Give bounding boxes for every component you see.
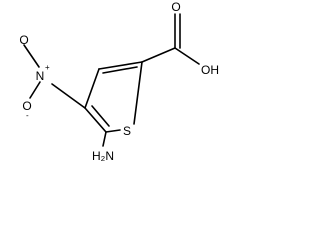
bond-c-oh <box>174 47 200 65</box>
bond-s-c2 <box>133 61 143 125</box>
nitro-plus-charge: + <box>45 63 50 72</box>
bond-c2-c3-inner <box>102 66 138 74</box>
nitro-minus-charge: - <box>26 111 29 120</box>
nitro-oxygen-bottom-label: O <box>22 99 31 113</box>
nitro-oxygen-label: O <box>19 33 28 47</box>
bond-c2-c3 <box>98 61 143 70</box>
bond-c4-c5 <box>84 107 107 133</box>
bond-c3-c4 <box>84 68 100 109</box>
bond-c4-c5-inner <box>91 105 110 127</box>
bond-c5-s <box>105 129 121 133</box>
bond-c4-n <box>51 83 86 109</box>
amino-label: H₂N <box>92 149 114 163</box>
structure-diagram: O OH S N + O O - H₂N <box>19 0 219 163</box>
bond-n-o-bottom <box>29 81 41 99</box>
bond-n-o-top <box>23 44 40 68</box>
carbonyl-oxygen-label: O <box>171 0 180 14</box>
bond-c5-nh2 <box>102 131 107 147</box>
hydroxyl-label: OH <box>201 63 219 77</box>
bond-c2-ccooh <box>141 47 176 63</box>
sulfur-label: S <box>123 124 131 138</box>
nitro-nitrogen-label: N <box>36 69 45 83</box>
